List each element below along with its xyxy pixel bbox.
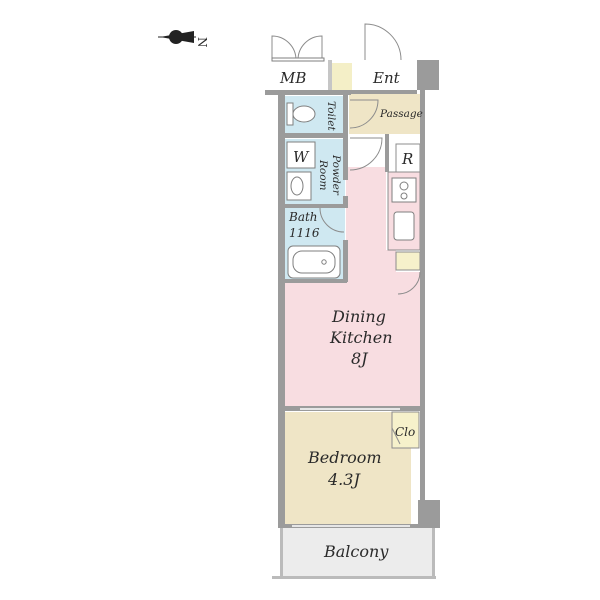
windows [272, 408, 436, 579]
dining-label-1: Dining [331, 307, 386, 326]
powder-room-label-2: Room [317, 159, 329, 191]
north-arrow-icon [158, 30, 196, 44]
washer-space [286, 141, 316, 169]
dining-label-2: Kitchen [329, 328, 393, 347]
bedroom-label-1: Bedroom [307, 448, 382, 467]
stove-fixture [391, 177, 417, 203]
doors [271, 23, 421, 445]
dining-kitchen-floor [285, 167, 420, 408]
compass-label: N [195, 37, 209, 48]
balcony-label: Balcony [323, 542, 389, 561]
passage-label: Passage [379, 108, 423, 120]
washer-label: W [293, 148, 310, 166]
kitchen-shelf [395, 251, 421, 271]
toilet-fixture [286, 102, 316, 126]
washbasin-fixture [286, 171, 312, 201]
closet-floor [391, 411, 420, 449]
bedroom-label-2: 4.3J [327, 470, 361, 489]
passage-floor [349, 94, 421, 134]
kitchen-sink [393, 211, 415, 241]
bathtub-fixture [287, 245, 341, 279]
mb-label: MB [279, 69, 306, 87]
balcony-floor [282, 527, 434, 577]
entrance-floor [332, 63, 352, 91]
closet-label: Clo [395, 425, 415, 439]
powder-room-label-1: Powder [330, 154, 342, 196]
bedroom-floor [285, 412, 411, 525]
dining-label-3: 8J [351, 349, 369, 368]
refrigerator-label: R [401, 150, 413, 168]
toilet-label: Toilet [325, 101, 337, 131]
bath-label-2: 1116 [289, 226, 320, 240]
bath-label-1: Bath [288, 210, 318, 224]
entrance-label: Ent [372, 69, 401, 87]
